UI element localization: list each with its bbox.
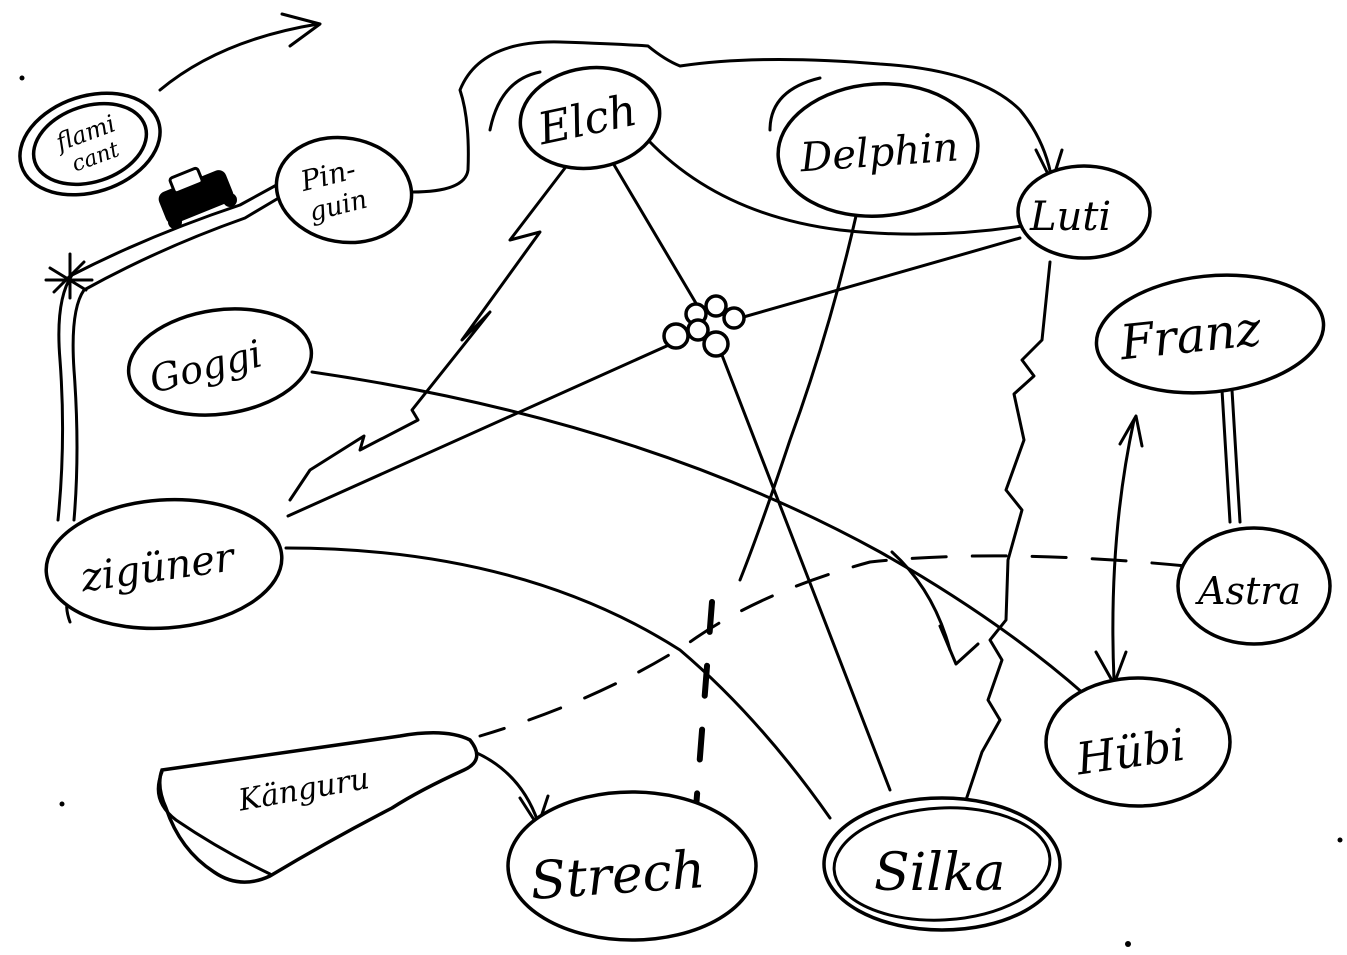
edge-goggi-hubi	[310, 370, 1086, 696]
edge-delphin-strech	[738, 214, 858, 582]
node-pinguin: Pin- guin	[274, 135, 414, 245]
edge-pinguin-zigeuner-a	[56, 180, 284, 522]
edge-arrow-to-silka	[890, 550, 952, 652]
node-goggi: Goggi	[126, 307, 314, 417]
edge-flamicant-arrow	[158, 22, 320, 92]
node-astra: Astra	[1176, 526, 1332, 646]
node-silka: Silka	[822, 796, 1062, 932]
edge-franz-astra-a	[1220, 388, 1232, 524]
arc-elch	[488, 70, 542, 132]
crossing-star-icon	[44, 252, 94, 300]
central-circles-cluster	[662, 294, 746, 358]
arrowhead-flamicant	[280, 12, 322, 48]
node-hubi: Hübi	[1044, 676, 1232, 808]
edge-franz-hubi	[1111, 418, 1136, 682]
car-icon	[158, 166, 237, 229]
edge-elch-luti	[646, 138, 1024, 236]
edge-zigeuner-silka	[284, 546, 832, 820]
label-astra: Astra	[1195, 569, 1301, 613]
arrowhead-franz	[1118, 414, 1144, 448]
edge-luti-zigeuner	[286, 236, 1022, 518]
stray-dots	[19, 75, 1343, 947]
kanguru-bottle-bottom	[156, 770, 272, 876]
arc-delphin	[768, 76, 822, 132]
label-delphin: Delphin	[798, 124, 960, 181]
node-luti: Luti	[1016, 164, 1152, 260]
node-delphin: Delphin	[776, 82, 980, 218]
edge-franz-astra-b	[1230, 388, 1242, 524]
edge-kanguru-strech	[468, 748, 540, 824]
node-flamicant: flami cant	[18, 91, 162, 197]
label-luti: Luti	[1029, 194, 1111, 240]
edge-elch-zigeuner-lightning	[288, 166, 567, 502]
node-elch: Elch	[518, 65, 662, 171]
arrowhead-silka	[938, 624, 980, 666]
node-zigeuner: zigüner	[44, 497, 284, 631]
label-strech: Strech	[529, 840, 708, 912]
kanguru-bottle-shape	[158, 731, 479, 884]
label-silka: Silka	[874, 843, 1005, 903]
edge-astra-kanguru-dashed	[478, 554, 1188, 738]
node-strech: Strech	[506, 790, 758, 942]
edge-pinguin-zigeuner-b	[71, 194, 284, 522]
node-franz: Franz	[1094, 273, 1326, 395]
edge-pinguin-luti	[410, 40, 1054, 194]
edge-elch-silka	[608, 156, 892, 792]
edge-luti-silka-lightning	[964, 260, 1052, 802]
